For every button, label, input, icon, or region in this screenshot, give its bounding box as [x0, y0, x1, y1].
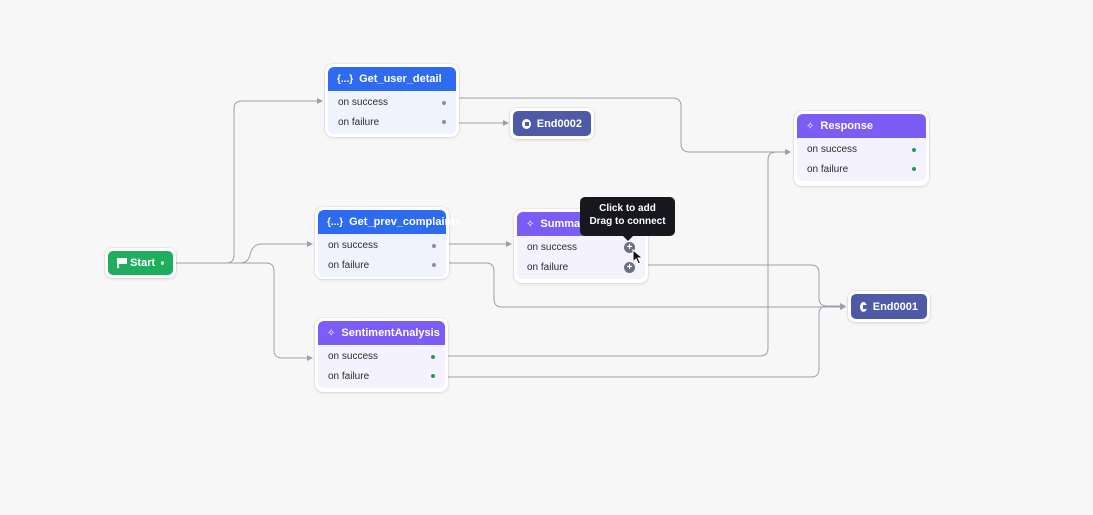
connect-tooltip: Click to add Drag to connect — [580, 197, 675, 241]
output-on-success: on success — [797, 140, 926, 160]
stop-icon — [860, 301, 867, 312]
output-on-success: on success — [318, 236, 446, 256]
edge-sentiment-failure-to-end0001 — [446, 305, 845, 378]
function-icon: {...} — [337, 73, 354, 85]
function-icon: {...} — [327, 216, 344, 228]
row-label: on failure — [807, 163, 849, 175]
end0001-label: End0001 — [872, 300, 918, 313]
start-output-handle[interactable] — [161, 261, 164, 265]
node-title: SentimentAnalysis — [341, 327, 440, 339]
output-on-failure: on failure — [318, 367, 445, 387]
row-label: on success — [328, 351, 379, 363]
tooltip-line-2: Drag to connect — [589, 216, 666, 227]
flag-icon — [117, 258, 128, 268]
node-title: Get_prev_complaints — [349, 216, 461, 228]
success-handle[interactable] — [442, 100, 446, 105]
output-on-success: on success + — [517, 238, 645, 258]
add-connection-icon[interactable]: + — [624, 261, 635, 273]
output-on-success: on success — [318, 347, 445, 367]
sparkle-icon: ✧ — [806, 120, 815, 132]
mouse-cursor-icon — [632, 249, 644, 265]
node-get-user-detail[interactable]: {...} Get_user_detail on success on fail… — [325, 64, 459, 137]
node-response[interactable]: ✧ Response on success on failure — [794, 111, 929, 186]
node-title: Summar — [540, 218, 585, 230]
node-header: ✧ SentimentAnalysis — [318, 321, 445, 345]
row-label: on success — [527, 242, 578, 254]
edge-prev-failure-to-end0001 — [447, 262, 846, 310]
add-connection-icon[interactable]: + — [624, 242, 635, 254]
failure-handle[interactable] — [432, 263, 436, 268]
edge-start-to-get-user-detail — [176, 98, 323, 264]
edge-start-to-get-prev-complaints — [176, 241, 313, 264]
start-node[interactable]: Start — [105, 248, 176, 278]
node-title: Get_user_detail — [359, 73, 442, 85]
edge-sentiment-success-to-response — [446, 149, 791, 357]
sparkle-icon: ✧ — [526, 218, 535, 230]
output-on-failure: on failure + — [517, 258, 645, 278]
node-header: {...} Get_user_detail — [328, 67, 456, 91]
tooltip-line-1: Click to add — [599, 203, 656, 214]
row-label: on success — [338, 97, 389, 109]
output-on-failure: on failure — [318, 256, 446, 276]
row-label: on failure — [527, 261, 569, 273]
row-label: on failure — [328, 259, 370, 271]
node-sentiment-analysis[interactable]: ✧ SentimentAnalysis on success on failur… — [315, 318, 448, 392]
node-get-prev-complaints[interactable]: {...} Get_prev_complaints on success on … — [315, 207, 461, 279]
end0001-node[interactable]: End0001 — [848, 291, 930, 322]
failure-handle[interactable] — [431, 374, 435, 379]
row-label: on success — [328, 240, 379, 252]
edge-summary-failure-to-end0001 — [646, 264, 846, 309]
start-label: Start — [130, 257, 156, 269]
failure-handle[interactable] — [912, 167, 916, 172]
node-header: {...} Get_prev_complaints — [318, 210, 461, 234]
output-on-success: on success — [328, 93, 456, 113]
row-label: on failure — [328, 370, 370, 382]
failure-handle[interactable] — [442, 120, 446, 125]
sparkle-icon: ✧ — [327, 327, 336, 339]
row-label: on success — [807, 144, 858, 156]
edge-user-success-to-response — [456, 97, 791, 155]
node-header: ✧ Response — [797, 114, 926, 138]
output-on-failure: on failure — [797, 160, 926, 180]
edge-start-to-sentiment — [176, 262, 313, 361]
success-handle[interactable] — [432, 243, 436, 248]
row-label: on failure — [338, 116, 380, 128]
node-title: Response — [820, 120, 873, 132]
success-handle[interactable] — [912, 147, 916, 152]
stop-icon — [522, 118, 531, 129]
end0002-node[interactable]: End0002 — [510, 108, 594, 139]
success-handle[interactable] — [431, 354, 435, 359]
end0002-label: End0002 — [536, 117, 582, 130]
output-on-failure: on failure — [328, 113, 456, 133]
